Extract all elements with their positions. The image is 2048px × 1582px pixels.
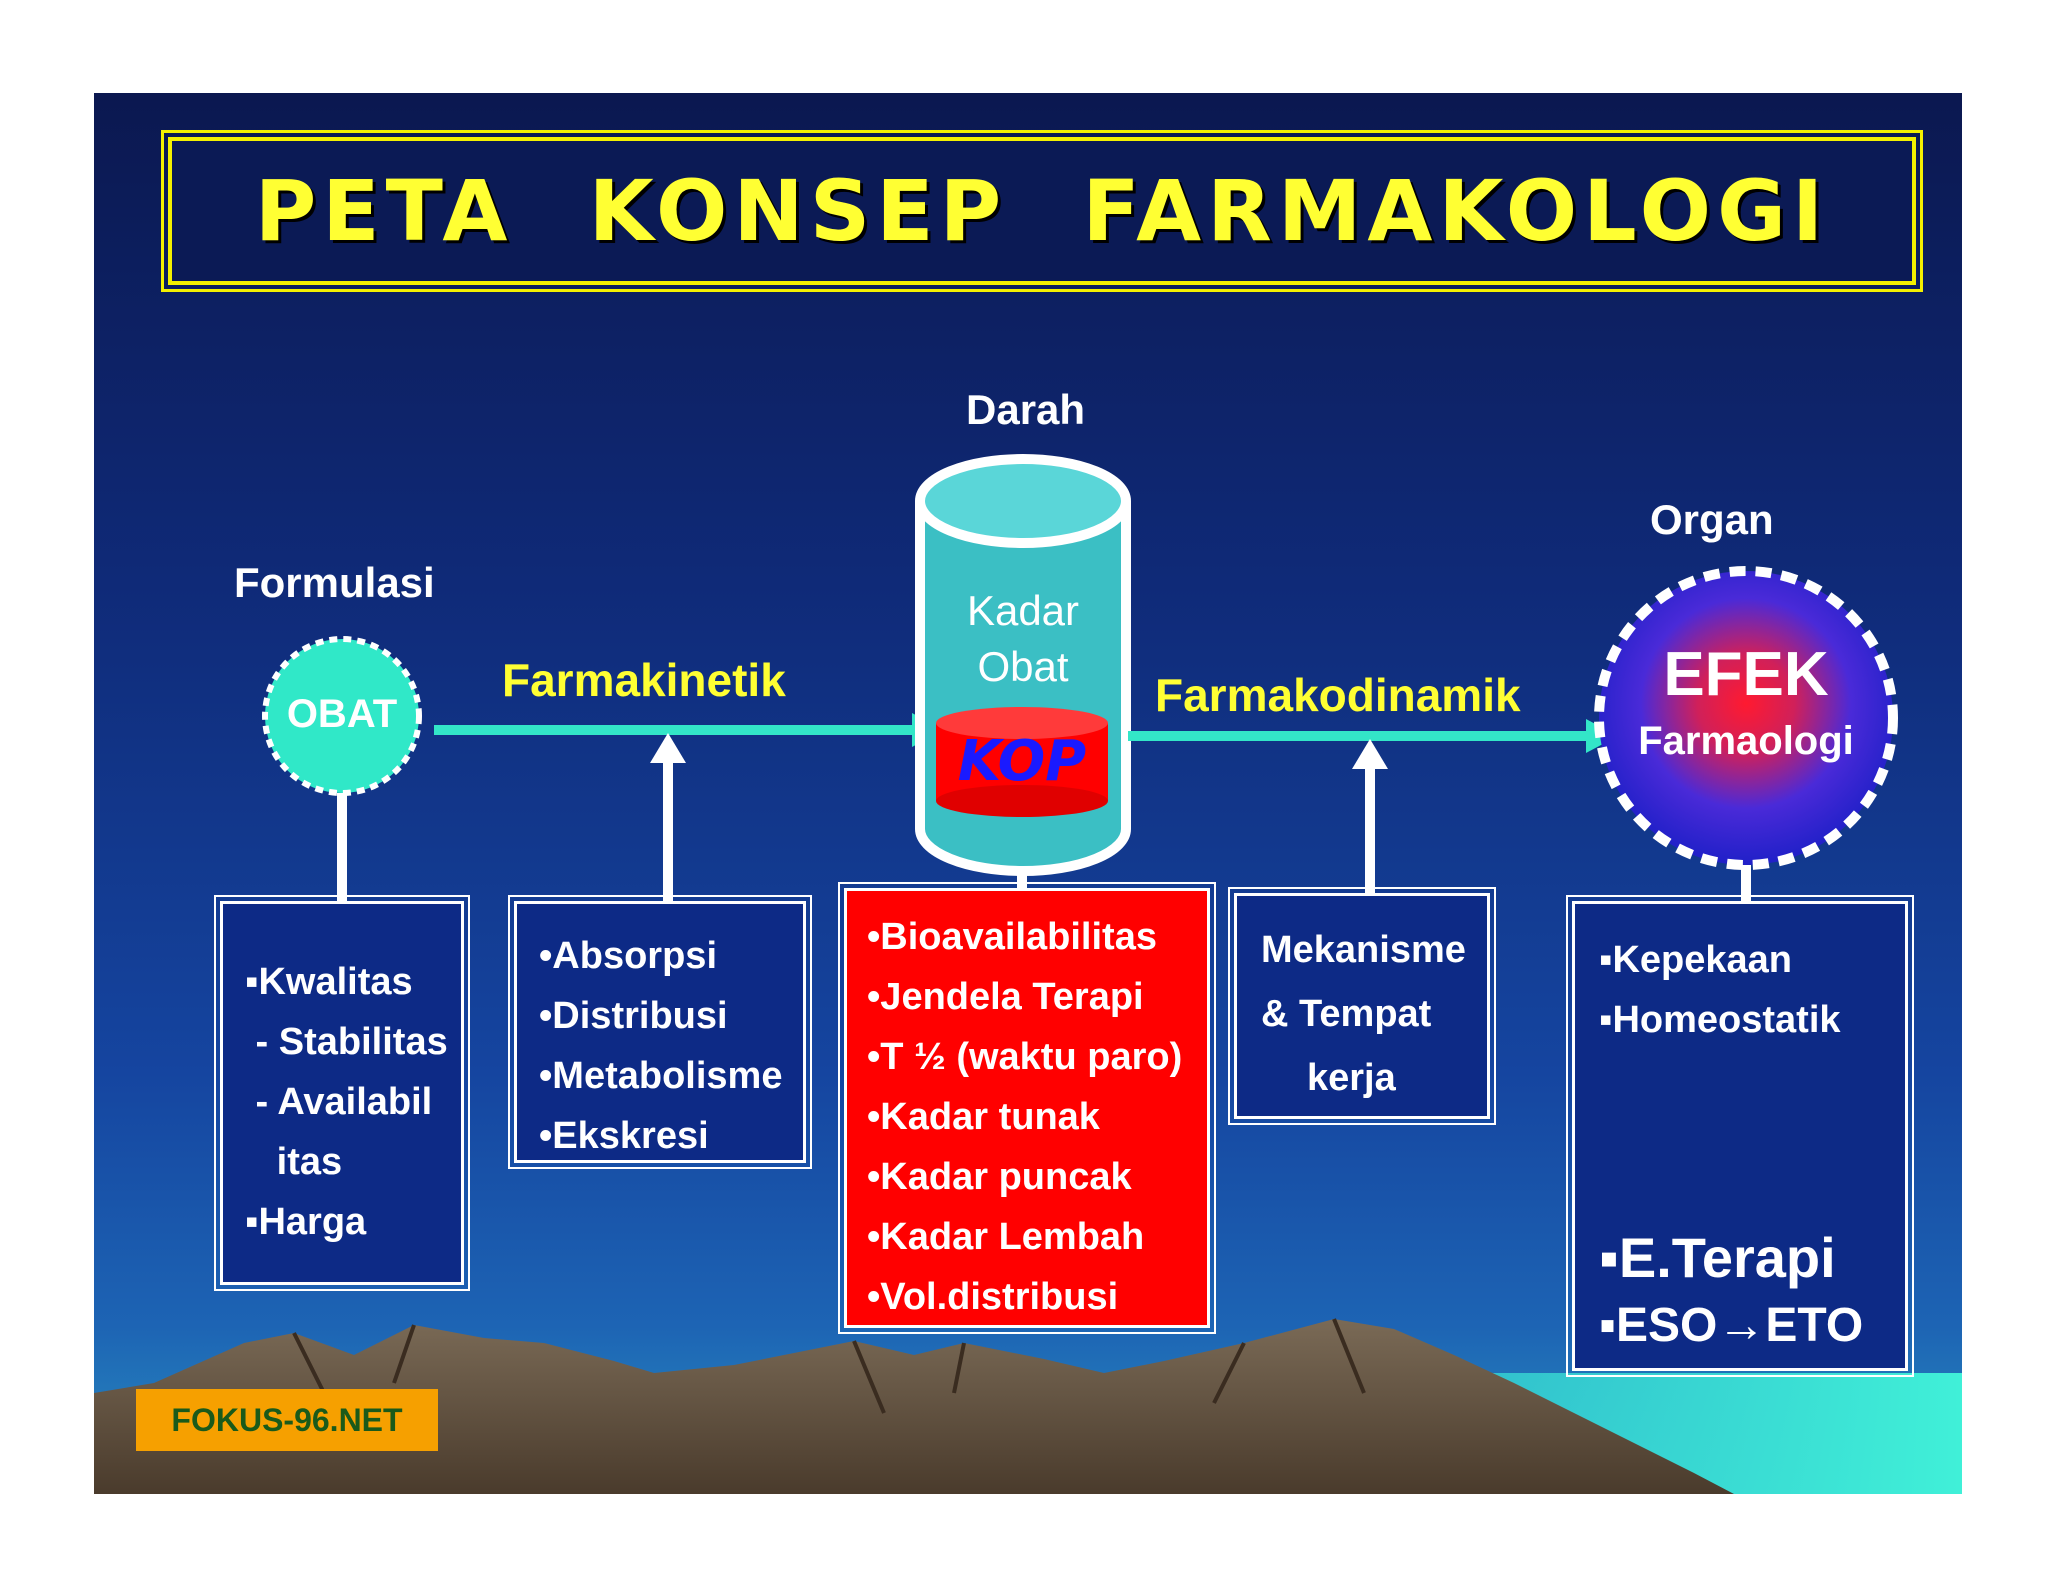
farmakodinamik-list: Mekanisme & Tempat kerja [1261, 918, 1487, 1110]
list-item: •Metabolisme [539, 1055, 783, 1097]
list-item: •T ½ (waktu paro) [867, 1036, 1183, 1078]
formulasi-label: Formulasi [234, 559, 435, 606]
farmakodinamik-box: Mekanisme & Tempat kerja [1228, 887, 1496, 1125]
list-item: ▪E.Terapi [1599, 1226, 1836, 1289]
efek-label: EFEK [1663, 640, 1829, 709]
mountains [94, 1319, 1734, 1494]
list-item: •Bioavailabilitas [867, 916, 1157, 958]
list-item: ▪Kwalitas [245, 961, 413, 1003]
list-item: ▪Kepekaan [1599, 939, 1793, 981]
list-item: •Jendela Terapi [867, 976, 1144, 1018]
list-item: Mekanisme [1261, 929, 1466, 971]
organ-label: Organ [1650, 496, 1774, 543]
farmakinetik-box: •Absorpsi •Distribusi •Metabolisme •Eksk… [508, 895, 812, 1169]
kop-label: KOP [957, 729, 1087, 794]
farmakodinamik-label: Farmakodinamik [1155, 669, 1521, 721]
darah-box: •Bioavailabilitas •Jendela Terapi •T ½ (… [838, 882, 1216, 1334]
list-item: •Kadar tunak [867, 1096, 1100, 1138]
farmaologi-label: Farmaologi [1638, 719, 1854, 763]
kop-bottom [936, 785, 1108, 817]
watermark-badge: FOKUS-96.NET [136, 1389, 438, 1451]
mountain-ridges [292, 1318, 1366, 1414]
slide: PETA KONSEP FARMAKOLOGI Formulasi OBAT F… [94, 93, 1962, 1494]
farmakinetik-up-arrow [650, 733, 686, 763]
obat-node-shape [262, 636, 422, 796]
list-item: kerja [1307, 1057, 1396, 1099]
efek-node-shape [1594, 566, 1898, 870]
formulasi-box: ▪Kwalitas - Stabilitas - Availabil itas … [214, 895, 470, 1291]
farmakinetik-list: •Absorpsi •Distribusi •Metabolisme •Eksk… [539, 926, 803, 1166]
organ-bottom-list: ▪E.Terapi ▪ESO→ETO [1599, 1222, 1863, 1358]
kadar-line: Kadar [966, 587, 1080, 634]
page-title: PETA KONSEP FARMAKOLOGI [254, 162, 1830, 260]
list-item: •Kadar puncak [867, 1156, 1132, 1198]
organ-top-list: ▪Kepekaan ▪Homeostatik [1599, 930, 1905, 1050]
list-item: •Vol.distribusi [867, 1276, 1119, 1318]
list-item: itas [245, 1141, 343, 1183]
list-item: ▪Harga [245, 1201, 367, 1243]
farmakodinamik-up-arrow [1352, 739, 1388, 769]
organ-box: ▪Kepekaan ▪Homeostatik ▪E.Terapi ▪ESO→ET… [1566, 895, 1914, 1377]
list-item: •Absorpsi [539, 935, 717, 977]
list-item: •Kadar Lembah [867, 1216, 1145, 1258]
list-item: - Stabilitas [245, 1021, 448, 1063]
diagram-graphics [94, 454, 1962, 1494]
darah-list: •Bioavailabilitas •Jendela Terapi •T ½ (… [867, 907, 1207, 1327]
darah-label: Darah [966, 386, 1086, 433]
list-item: •Distribusi [539, 995, 728, 1037]
kop-top [936, 707, 1108, 739]
cylinder-top [915, 454, 1131, 548]
obat-line: Obat [977, 643, 1069, 690]
watermark-text: FOKUS-96.NET [171, 1401, 403, 1438]
list-item: •Ekskresi [539, 1115, 709, 1157]
kadar-obat-text: Kadar Obat [920, 583, 1126, 695]
list-item: ▪Homeostatik [1599, 999, 1841, 1041]
title-box: PETA KONSEP FARMAKOLOGI [161, 130, 1923, 292]
farmakinetik-label: Farmakinetik [502, 654, 786, 706]
formulasi-list: ▪Kwalitas - Stabilitas - Availabil itas … [245, 952, 461, 1252]
list-item: - Availabil [245, 1081, 433, 1123]
list-item: & Tempat [1261, 993, 1432, 1035]
obat-label: OBAT [286, 692, 398, 736]
list-item: ▪ESO→ETO [1599, 1299, 1864, 1352]
